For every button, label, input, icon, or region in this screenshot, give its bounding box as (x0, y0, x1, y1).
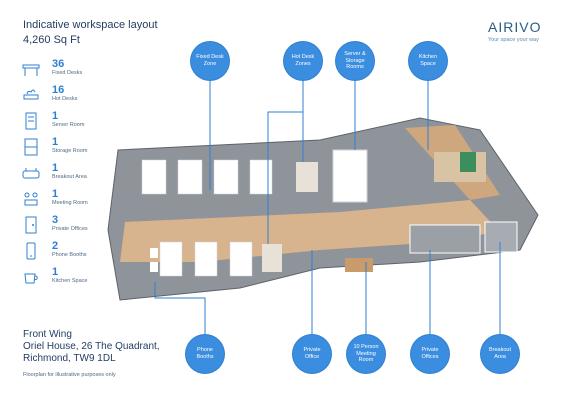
callout-kitchen-space: Kitchen Space (409, 42, 447, 80)
server-storage-rooms (332, 149, 368, 203)
callout-label: Private Offices (421, 347, 439, 360)
callout-label: 10 Person Meeting Room (353, 343, 379, 364)
sofa-icon (22, 168, 40, 179)
callout-leaders (154, 76, 501, 335)
property-address: Front Wing Oriel House, 26 The Quadrant,… (23, 329, 160, 365)
legend-count: 36 (52, 58, 65, 70)
callout-fixed-desk-zone: Fixed Desk Zone (191, 42, 229, 80)
private-offices (409, 224, 481, 254)
address-line-1: Front Wing (23, 329, 72, 340)
phone-booth-a (150, 262, 158, 272)
hot-desks-bottom (262, 244, 282, 272)
legend-item-private-offices: 3 Private Offices (22, 214, 142, 238)
legend-count: 1 (52, 162, 59, 174)
legend-label: Meeting Room (52, 200, 88, 206)
legend-label: Private Offices (52, 226, 88, 232)
callout-private-offices: Private Offices (411, 335, 449, 373)
legend-item-phone-booths: 2 Phone Booths (22, 240, 142, 264)
phone-icon (26, 242, 36, 260)
legend-item-meeting-room: 1 Meeting Room (22, 188, 142, 212)
storage-icon (24, 138, 38, 156)
legend-label: Breakout Area (52, 174, 87, 180)
callout-breakout-area: Breakout Area (481, 335, 519, 373)
callout-label: Breakout Area (488, 347, 511, 360)
fixed-desks-bottom (159, 241, 253, 277)
phone-booth-b (150, 248, 158, 258)
callout-label: Private Office (303, 347, 321, 360)
meeting-icon (24, 192, 38, 206)
legend-item-hot-desks: 16 Hot Desks (22, 84, 142, 108)
cup-icon (24, 273, 38, 284)
callout-label: Fixed Desk Zone (196, 54, 224, 67)
page-title: Indicative workspace layout (23, 19, 158, 31)
door-icon (25, 216, 37, 234)
callout-phone-booths: Phone Booths (186, 335, 224, 373)
callout-server-storage-rooms: Server & Storage Rooms (336, 42, 374, 80)
callout-hot-desk-zones: Hot Desk Zones (284, 42, 322, 80)
floor-area: 4,260 Sq Ft (23, 34, 80, 46)
callout-private-office: Private Office (293, 335, 331, 373)
legend-count: 3 (52, 214, 59, 226)
hot-desk-icon (23, 89, 39, 100)
logo-tagline: Your space your way (488, 37, 539, 43)
legend-item-storage-room: 1 Storage Room (22, 136, 142, 160)
legend-count: 1 (52, 110, 59, 122)
fixed-desks-top (141, 159, 273, 195)
address-line-3: Richmond, TW9 1DL (23, 353, 116, 364)
legend-count: 1 (52, 188, 59, 200)
legend-count: 16 (52, 84, 65, 96)
legend-count: 1 (52, 136, 59, 148)
legend-item-breakout-area: 1 Breakout Area (22, 162, 142, 186)
legend-label: Kitchen Space (52, 278, 88, 284)
disclaimer-note: Floorplan for illustrative purposes only (23, 372, 116, 378)
legend-item-server-room: 1 Server Room (22, 110, 142, 134)
callout-meeting-room: 10 Person Meeting Room (347, 335, 385, 373)
callout-label: Server & Storage Rooms (344, 50, 366, 71)
legend-count: 2 (52, 240, 59, 252)
legend-label: Hot Desks (52, 96, 78, 102)
server-icon (25, 112, 37, 130)
breakout-room (484, 221, 518, 253)
hot-desks-top (296, 162, 318, 192)
callout-label: Phone Booths (196, 347, 214, 360)
kitchen-table (460, 152, 476, 172)
address-line-2: Oriel House, 26 The Quadrant, (23, 341, 160, 352)
meeting-table (345, 258, 373, 272)
logo-wordmark: AIRIVO (488, 19, 542, 35)
legend-label: Fixed Desks (52, 70, 83, 76)
legend-label: Storage Room (52, 148, 88, 154)
callout-label: Kitchen Space (418, 54, 438, 67)
legend-label: Server Room (52, 122, 85, 128)
callout-label: Hot Desk Zones (291, 54, 315, 67)
brand-logo: AIRIVO Your space your way (488, 19, 548, 43)
desk-icon (22, 64, 40, 76)
legend-count: 1 (52, 266, 59, 278)
legend-item-fixed-desks: 36 Fixed Desks (22, 58, 142, 82)
legend-item-kitchen-space: 1 Kitchen Space (22, 266, 142, 290)
legend-label: Phone Booths (52, 252, 87, 258)
